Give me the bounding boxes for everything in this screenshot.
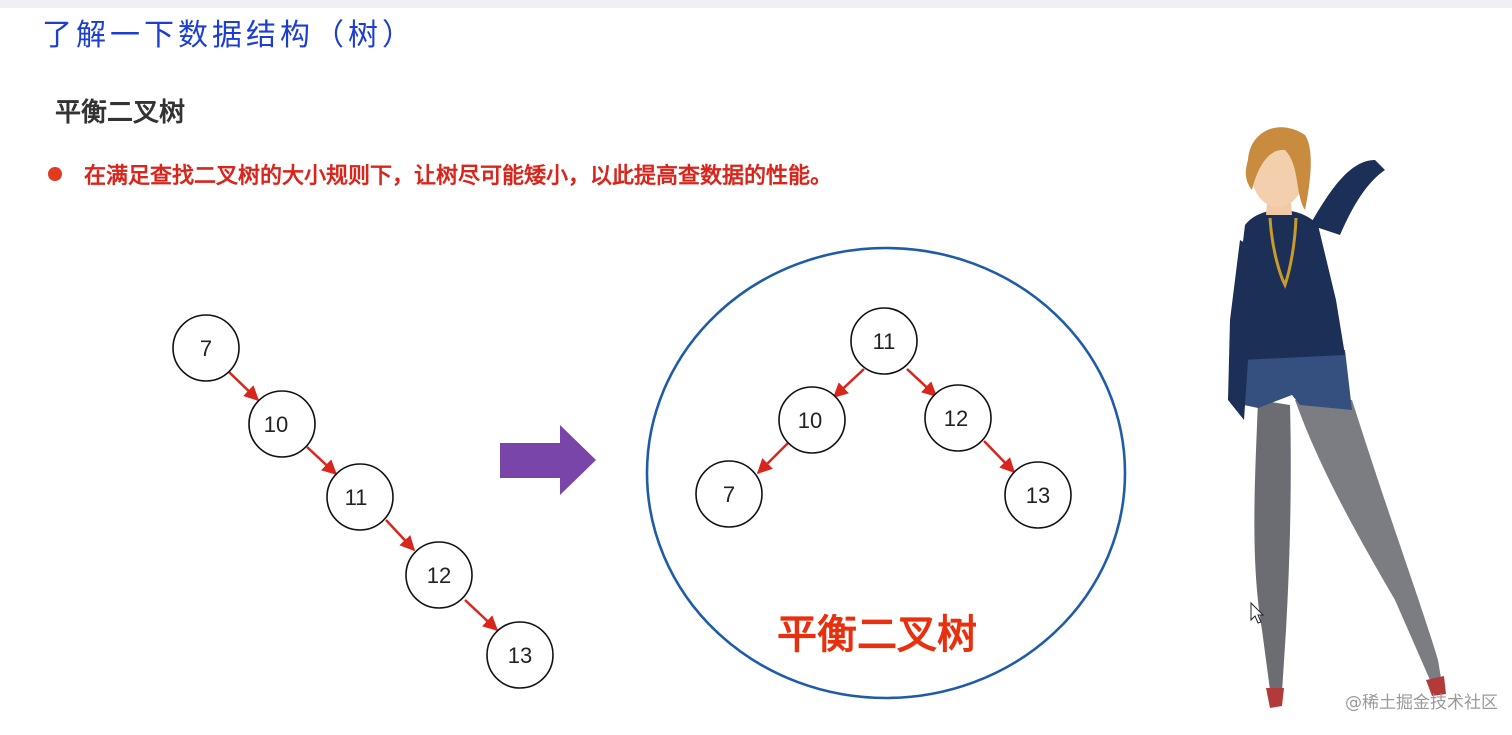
balanced-tree: 11 10 12 7 13 — [695, 307, 1072, 529]
balanced-edge — [832, 368, 865, 399]
node-label: 10 — [798, 408, 822, 433]
tree-node-b7: 7 — [695, 460, 763, 528]
node-label: 11 — [345, 485, 368, 510]
tree-node-u7: 7 — [172, 314, 240, 382]
tree-node-b13: 13 — [1004, 461, 1072, 529]
tree-node-b11: 11 — [850, 307, 918, 375]
bullet-dot-icon — [48, 167, 62, 181]
tree-node-u13: 13 — [486, 621, 554, 689]
node-label: 7 — [723, 482, 735, 507]
node-label: 7 — [200, 336, 212, 361]
node-label: 12 — [944, 406, 968, 431]
node-label: 12 — [427, 563, 451, 588]
tree-node-b10: 10 — [778, 386, 846, 454]
bullet-text: 在满足查找二叉树的大小规则下，让树尽可能矮小，以此提高查数据的性能。 — [84, 164, 833, 189]
watermark: @稀土掘金技术社区 — [1345, 693, 1498, 713]
balanced-edge — [906, 368, 938, 398]
unbalanced-edge — [464, 599, 499, 632]
tree-node-u12: 12 — [405, 541, 473, 609]
node-label: 10 — [264, 412, 288, 437]
bullet-point: 在满足查找二叉树的大小规则下，让树尽可能矮小，以此提高查数据的性能。 — [48, 158, 832, 190]
node-label: 13 — [1026, 483, 1050, 508]
balanced-edge — [756, 442, 789, 475]
unbalanced-edge — [306, 446, 338, 476]
unbalanced-edge — [228, 371, 260, 402]
node-label: 11 — [873, 329, 896, 354]
unbalanced-edge — [385, 519, 416, 552]
top-bar — [0, 0, 1512, 8]
balanced-tree-circle — [645, 246, 1127, 700]
unbalanced-tree: 7 10 11 12 13 — [172, 314, 554, 689]
balanced-tree-caption: 平衡二叉树 — [777, 612, 977, 658]
node-label: 13 — [508, 643, 532, 668]
tree-node-b12: 12 — [924, 384, 992, 452]
fashion-figure-illustration — [1228, 127, 1446, 708]
section-heading: 平衡二叉树 — [55, 98, 186, 128]
balanced-edge — [983, 440, 1016, 474]
tree-node-u10: 10 — [248, 390, 316, 458]
balanced-edges — [756, 368, 1016, 475]
page-title: 了解一下数据结构（树） — [42, 18, 416, 53]
unbalanced-edges — [228, 371, 499, 632]
transform-arrow-icon — [500, 425, 596, 495]
tree-node-u11: 11 — [326, 463, 394, 531]
mouse-cursor-icon — [1250, 601, 1265, 624]
